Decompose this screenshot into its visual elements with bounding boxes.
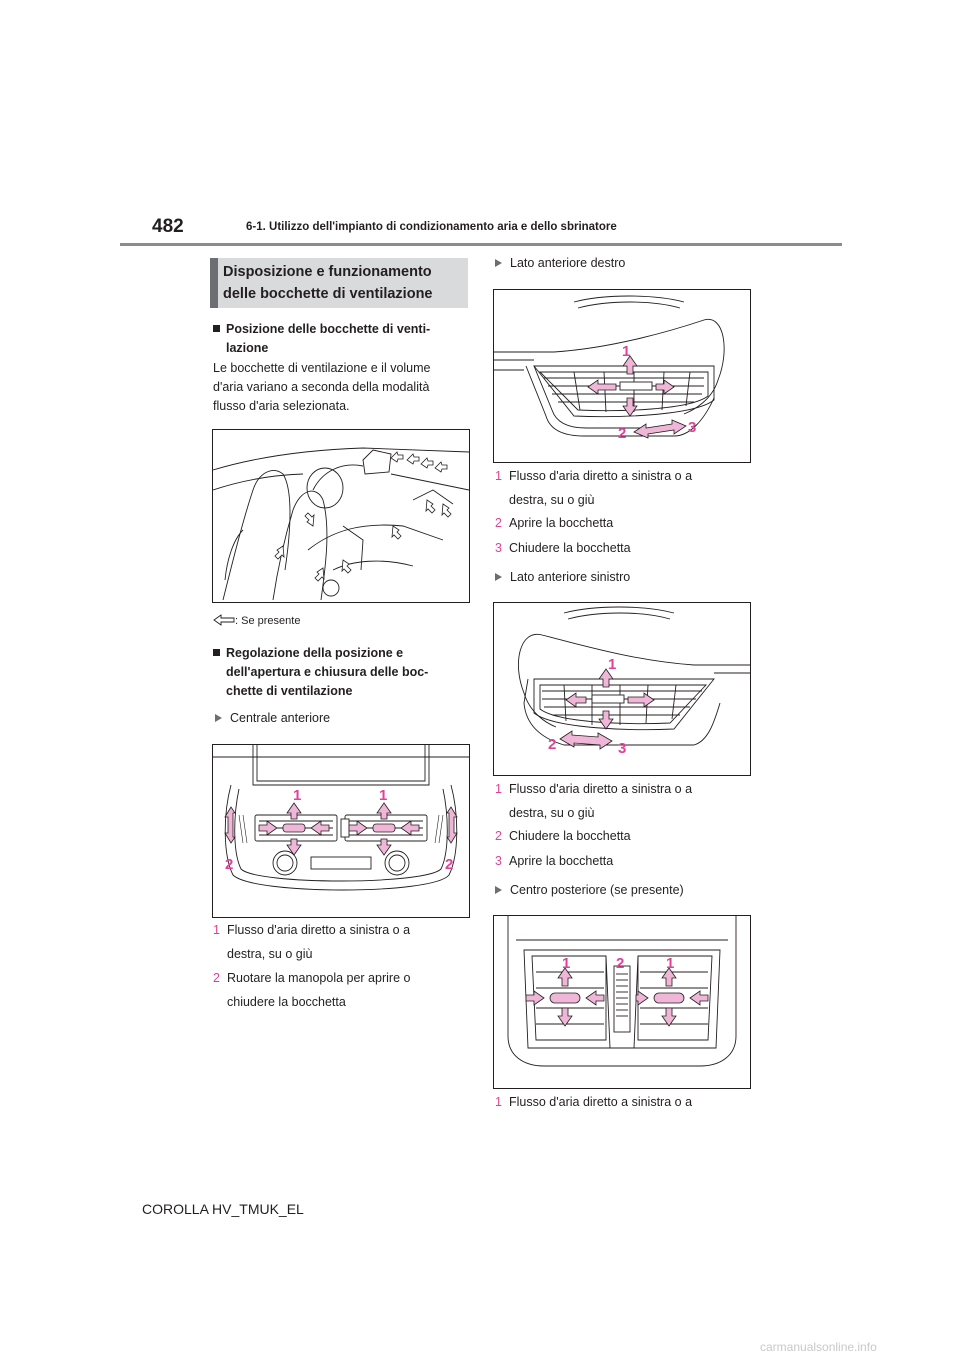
- front-right-illustration: 1 2 3: [494, 295, 725, 442]
- label-text: Centro posteriore (se presente): [510, 883, 684, 897]
- item-text: Aprire la bocchetta: [509, 854, 614, 868]
- heading-text: dell'apertura e chiusura delle boc-: [226, 665, 429, 679]
- triangle-bullet-icon: [495, 573, 502, 581]
- fl-item-2: 2 Chiudere la bocchetta: [495, 824, 755, 848]
- fr-item-3: 3 Chiudere la bocchetta: [495, 536, 755, 560]
- rear-center-label: Centro posteriore (se presente): [495, 881, 684, 900]
- item-number: 2: [495, 516, 502, 530]
- item-number: 1: [495, 469, 502, 483]
- item-number: 1: [213, 923, 220, 937]
- rear-center-illustration: 1 2 1: [507, 916, 737, 1067]
- square-bullet-icon: [213, 325, 220, 332]
- fc-item-2: 2 Ruotare la manopola per aprire o chiude…: [213, 966, 473, 1014]
- item-number: 2: [213, 971, 220, 985]
- front-center-illustration: 1 1 2 2: [213, 745, 469, 891]
- callout-3: 3: [618, 740, 626, 757]
- item-text: chiudere la bocchetta: [227, 995, 346, 1009]
- item-text: Ruotare la manopola per aprire o: [227, 971, 411, 985]
- item-text: destra, su o giù: [509, 806, 595, 820]
- fc-item-1: 1 Flusso d'aria diretto a sinistra o a de…: [213, 918, 473, 966]
- heading-text: chette di ventilazione: [226, 684, 353, 698]
- fr-item-2: 2 Aprire la bocchetta: [495, 511, 755, 535]
- front-left-vent-figure: 1 2 3: [493, 602, 751, 776]
- heading-text: Regolazione della posizione e: [226, 646, 404, 660]
- adjust-heading: Regolazione della posizione e dell'apert…: [213, 644, 473, 701]
- heading-text: lazione: [226, 341, 269, 355]
- chapter-title: 6-1. Utilizzo dell'impianto di condizion…: [246, 221, 617, 233]
- callout-2: 2: [616, 955, 624, 972]
- item-text: Chiudere la bocchetta: [509, 541, 631, 555]
- front-right-vent-figure: 1 2 3: [493, 289, 751, 463]
- position-heading: Posizione delle bocchette di venti- lazi…: [213, 320, 473, 358]
- callout-1: 1: [608, 656, 616, 673]
- callout-1: 1: [622, 343, 630, 360]
- item-text: Chiudere la bocchetta: [509, 829, 631, 843]
- intro-paragraph: Le bocchette di ventilazione e il volume…: [213, 359, 473, 416]
- section-title: Disposizione e funzionamento delle bocch…: [223, 261, 467, 305]
- callout-2: 2: [548, 736, 556, 753]
- item-number: 2: [495, 829, 502, 843]
- triangle-bullet-icon: [495, 886, 502, 894]
- item-text: Flusso d'aria diretto a sinistra o a: [227, 923, 411, 937]
- rc-item-1: 1 Flusso d'aria diretto a sinistra o a: [495, 1090, 755, 1114]
- triangle-bullet-icon: [495, 259, 502, 267]
- paragraph-line: d'aria variano a seconda della modalità: [213, 380, 430, 394]
- front-center-vents-figure: 1 1 2 2: [212, 744, 470, 918]
- label-text: Centrale anteriore: [230, 711, 331, 725]
- optional-arrow-icon: [213, 614, 235, 626]
- fr-item-1: 1 Flusso d'aria diretto a sinistra o a de…: [495, 464, 755, 512]
- section-title-line: Disposizione e funzionamento: [223, 264, 432, 280]
- item-number: 1: [495, 1095, 502, 1109]
- item-text: Flusso d'aria diretto a sinistra o a: [509, 782, 693, 796]
- callout-2: 2: [445, 856, 453, 873]
- triangle-bullet-icon: [215, 714, 222, 722]
- cabin-illustration: [213, 447, 469, 601]
- header-divider: [120, 243, 842, 246]
- label-text: Lato anteriore destro: [510, 256, 626, 270]
- callout-1: 1: [293, 787, 301, 804]
- front-left-label: Lato anteriore sinistro: [495, 568, 630, 587]
- item-number: 3: [495, 541, 502, 555]
- section-title-bar: [210, 258, 218, 308]
- label-text: Lato anteriore sinistro: [510, 570, 631, 584]
- heading-text: Posizione delle bocchette di venti-: [226, 322, 431, 336]
- footer-model-code: COROLLA HV_TMUK_EL: [142, 1201, 304, 1217]
- legend-text: : Se presente: [235, 615, 301, 627]
- section-title-line: delle bocchette di ventilazione: [223, 286, 433, 302]
- callout-1: 1: [562, 955, 570, 972]
- front-right-label: Lato anteriore destro: [495, 254, 625, 273]
- cabin-vents-figure: [212, 429, 470, 603]
- callout-3: 3: [688, 419, 696, 436]
- front-left-illustration: 1 2 3: [517, 606, 750, 757]
- fl-item-3: 3 Aprire la bocchetta: [495, 849, 755, 873]
- section-title-box: [210, 258, 468, 308]
- item-number: 1: [495, 782, 502, 796]
- callout-2: 2: [225, 856, 233, 873]
- item-text: Flusso d'aria diretto a sinistra o a: [509, 1095, 693, 1109]
- callout-1: 1: [379, 787, 387, 804]
- front-center-label: Centrale anteriore: [215, 709, 330, 728]
- fl-item-1: 1 Flusso d'aria diretto a sinistra o a de…: [495, 777, 755, 825]
- footer-watermark: carmanualsonline.info: [760, 1340, 877, 1354]
- figure-legend: : Se presente: [213, 614, 300, 627]
- paragraph-line: Le bocchette di ventilazione e il volume: [213, 361, 431, 375]
- square-bullet-icon: [213, 649, 220, 656]
- item-text: destra, su o giù: [509, 493, 595, 507]
- page-number: 482: [152, 216, 184, 237]
- callout-2: 2: [618, 425, 626, 442]
- rear-center-vent-figure: 1 2 1: [493, 915, 751, 1089]
- paragraph-line: flusso d'aria selezionata.: [213, 399, 350, 413]
- item-text: Aprire la bocchetta: [509, 516, 614, 530]
- callout-1: 1: [666, 955, 674, 972]
- item-number: 3: [495, 854, 502, 868]
- item-text: destra, su o giù: [227, 947, 313, 961]
- item-text: Flusso d'aria diretto a sinistra o a: [509, 469, 693, 483]
